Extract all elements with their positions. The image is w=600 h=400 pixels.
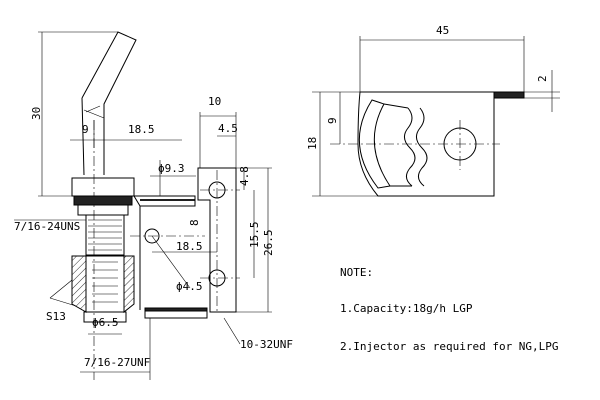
- notes-title: NOTE:: [340, 266, 373, 279]
- label-s13: S13: [46, 310, 66, 323]
- dim-phi-4-5: ϕ4.5: [176, 280, 203, 293]
- dim-10: 10: [208, 95, 221, 108]
- label-10-32unf: 10-32UNF: [240, 338, 293, 351]
- side-top-tab: [493, 91, 525, 99]
- side-view: [312, 36, 560, 197]
- dim-30: 30: [30, 107, 43, 120]
- bottom-flange-edge: [144, 307, 208, 312]
- label-7-16-24uns: 7/16-24UNS: [14, 220, 80, 233]
- front-view: [14, 31, 272, 380]
- nut-bottom: [83, 311, 127, 323]
- hex-flange: [71, 177, 135, 197]
- notes-block: NOTE: 1.Capacity:18g/h LGP 2.Injector as…: [340, 266, 559, 353]
- inner-thread-lines: [92, 261, 118, 303]
- flange-washer: [73, 195, 133, 206]
- note-line-2: 2.Injector as required for NG,LPG: [340, 340, 559, 353]
- dim-phi-6-5: ϕ6.5: [92, 316, 119, 329]
- nut-left-section: [71, 255, 87, 313]
- dim-phi-9-3: ϕ9.3: [158, 162, 185, 175]
- threaded-body: [85, 214, 125, 256]
- dim-8: 8: [188, 219, 201, 226]
- flange-neck: [77, 204, 129, 216]
- spring-wave-right: [416, 107, 428, 187]
- front-view-labels: 30 9 18.5 10 4.5 ϕ9.3 4.8 8 18.5 15.5 26…: [14, 95, 293, 369]
- dim-4-5-top: 4.5: [218, 122, 238, 135]
- dim-15-5: 15.5: [248, 222, 261, 249]
- dim-2: 2: [536, 75, 549, 82]
- thread-lines: [88, 219, 122, 251]
- crescent-clip: [358, 99, 391, 189]
- dim-18-side: 18: [306, 137, 319, 150]
- leader-phi-4-5: [151, 235, 191, 289]
- leader-unf-right: [223, 317, 241, 345]
- tube-bend-lines: [83, 105, 105, 119]
- spring-wave-left: [404, 107, 416, 187]
- leader-s13-b: [49, 297, 77, 307]
- dim-4-8: 4.8: [238, 166, 251, 186]
- dim-18-5-top: 18.5: [128, 123, 155, 136]
- dim-9-side: 9: [326, 117, 339, 124]
- dim-9-left: 9: [82, 123, 89, 136]
- bent-tube: [81, 31, 137, 176]
- bracket-top-flange: [133, 195, 196, 207]
- clip-links: [383, 103, 412, 187]
- dim-26-5: 26.5: [262, 230, 275, 257]
- leader-s13: [49, 279, 73, 299]
- side-view-labels: 45 2 18 9: [306, 24, 549, 150]
- dim-45: 45: [436, 24, 449, 37]
- dim-18-5-mid: 18.5: [176, 240, 203, 253]
- nut-right-section: [123, 255, 135, 314]
- nut-bore: [85, 255, 125, 313]
- note-line-1: 1.Capacity:18g/h LGP: [340, 302, 473, 315]
- label-7-16-27unf: 7/16-27UNF: [84, 356, 150, 369]
